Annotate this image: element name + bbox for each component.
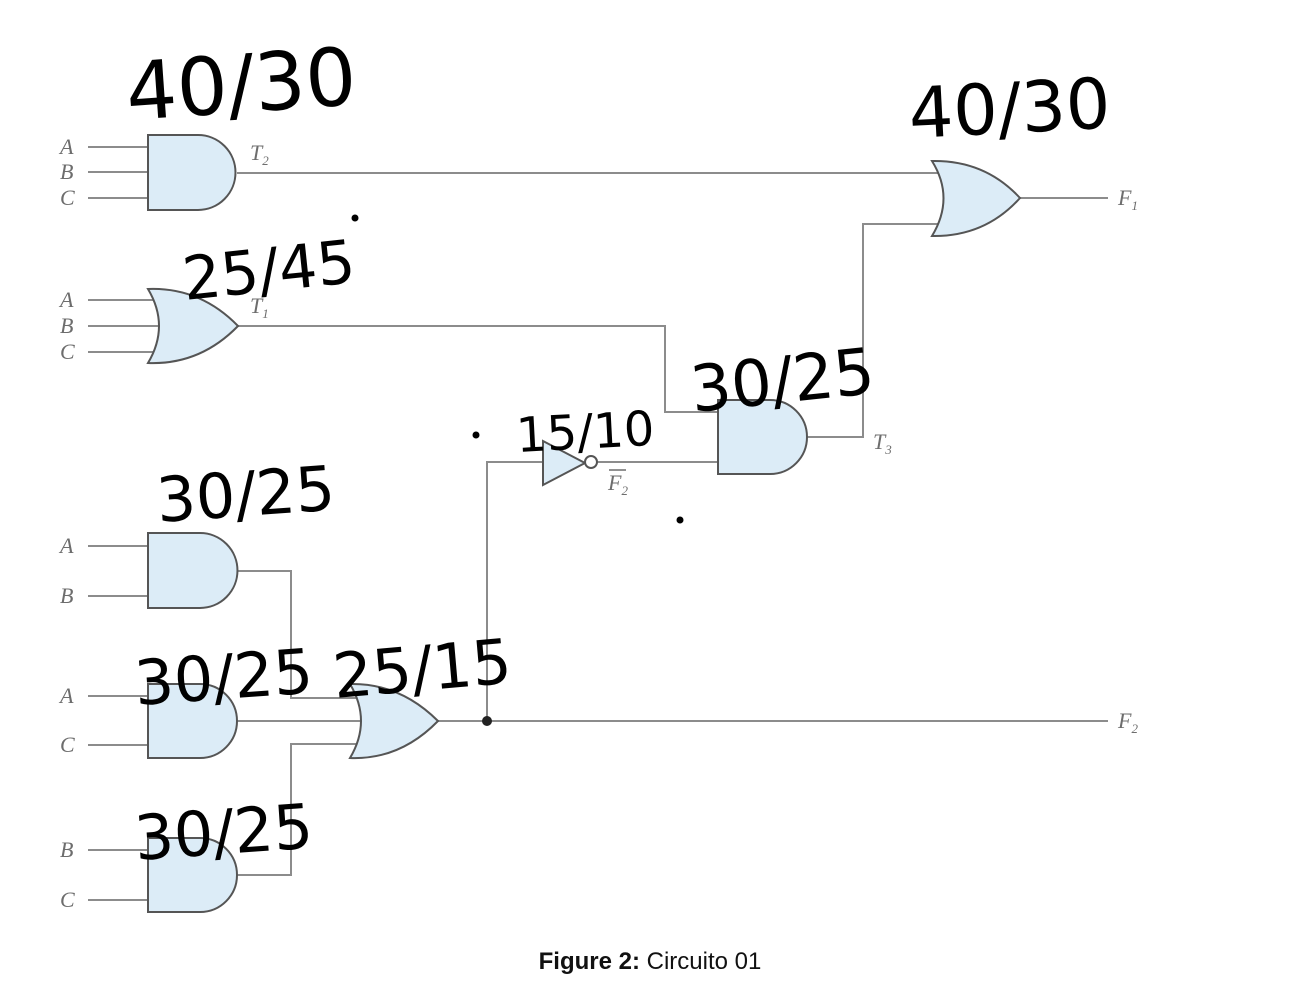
label-g6-b: B xyxy=(60,837,73,862)
wire-f2-branch xyxy=(486,461,543,721)
label-f1: F1 xyxy=(1117,185,1138,213)
not-gate-bubble xyxy=(584,455,598,469)
wire-g6-out xyxy=(237,743,358,876)
figure-caption: Figure 2: Circuito 01 xyxy=(0,948,1300,976)
and-gate-ab xyxy=(147,532,239,609)
and-gate-ac xyxy=(147,683,238,759)
and-gate-t2 xyxy=(147,134,237,211)
ink-dot xyxy=(351,214,359,222)
and-gate-t3 xyxy=(717,399,808,475)
ink-dot xyxy=(472,431,480,439)
annotation-or-f1: 40/30 xyxy=(907,63,1113,155)
annotation-and-t3: 30/25 xyxy=(687,335,878,428)
annotation-or-t1: 25/45 xyxy=(179,227,358,315)
not-gate xyxy=(542,439,588,487)
label-g2-b: B xyxy=(60,313,73,338)
figure-caption-text: Circuito 01 xyxy=(646,948,762,975)
label-g4-b: B xyxy=(60,583,73,608)
label-g5-c: C xyxy=(60,732,75,757)
wire-g4-out xyxy=(237,570,358,699)
label-g4-a: A xyxy=(58,533,74,558)
printed-labels: A B C A B C A B A C B C T2 T1 T3 F2 F1 F… xyxy=(58,134,1138,912)
and-gate-bc xyxy=(147,837,238,913)
figure-caption-prefix: Figure 2: xyxy=(538,948,640,975)
label-g1-b: B xyxy=(60,159,73,184)
ink-dot xyxy=(676,516,684,524)
label-f2-not: F2 xyxy=(607,470,628,498)
annotation-and-bc: 30/25 xyxy=(132,790,315,875)
label-t1: T1 xyxy=(250,293,269,321)
label-g2-a: A xyxy=(58,287,74,312)
label-g5-a: A xyxy=(58,683,74,708)
or-gate-t1 xyxy=(146,287,240,365)
label-g6-c: C xyxy=(60,887,75,912)
annotation-and-ac: 30/25 xyxy=(132,635,315,720)
annotation-and-t2: 40/30 xyxy=(123,30,359,139)
wires xyxy=(88,146,1108,901)
junction-dot xyxy=(482,716,492,726)
gates xyxy=(146,134,1022,913)
label-g1-c: C xyxy=(60,185,75,210)
label-t3: T3 xyxy=(873,429,892,457)
label-g1-a: A xyxy=(58,134,74,159)
label-g2-c: C xyxy=(60,339,75,364)
label-f2: F2 xyxy=(1117,708,1138,736)
wire-t3 xyxy=(807,223,945,438)
annotation-or-f2: 25/15 xyxy=(330,625,514,713)
annotation-and-ab: 30/25 xyxy=(154,452,337,537)
annotation-not-gate: 15/10 xyxy=(515,401,656,464)
label-t2: T2 xyxy=(250,140,269,168)
or-gate-f2 xyxy=(348,682,440,760)
wire-t1 xyxy=(238,325,722,413)
handwritten-annotations: 40/30 40/30 25/45 15/10 30/25 30/25 30/2… xyxy=(123,30,1113,875)
or-gate-f1 xyxy=(930,159,1022,238)
